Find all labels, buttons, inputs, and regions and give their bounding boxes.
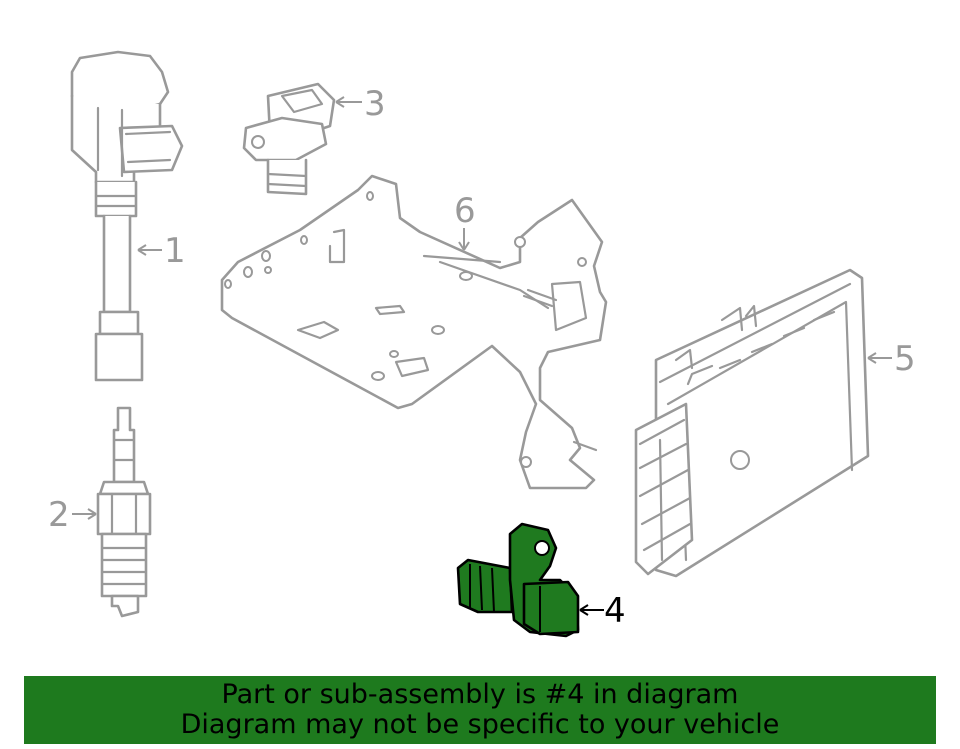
callout-label-6: 6 (454, 191, 476, 231)
callout-4: 4 (579, 591, 626, 631)
callout-label-1: 1 (164, 231, 186, 271)
crank-sensor-part (456, 522, 580, 638)
banner-line-1: Part or sub-assembly is #4 in diagram (221, 679, 739, 710)
banner-line-2: Diagram may not be specific to your vehi… (180, 709, 780, 740)
info-banner: Part or sub-assembly is #4 in diagram Di… (24, 676, 936, 744)
camshaft-sensor-part (242, 82, 336, 196)
callout-6: 6 (454, 191, 476, 251)
mounting-bracket-part (220, 174, 608, 490)
callout-label-2: 2 (48, 495, 70, 535)
callout-label-3: 3 (364, 84, 386, 124)
ecm-part (634, 268, 870, 578)
callout-1: 1 (137, 231, 186, 271)
ignition-coil-part (70, 50, 184, 382)
callout-3: 3 (335, 84, 386, 124)
callout-2: 2 (48, 495, 97, 535)
callout-5: 5 (867, 339, 916, 379)
callout-label-5: 5 (894, 339, 916, 379)
parts-diagram: 1 2 3 4 5 6 (48, 50, 916, 638)
callout-label-4: 4 (604, 591, 626, 631)
spark-plug-part (96, 406, 152, 618)
